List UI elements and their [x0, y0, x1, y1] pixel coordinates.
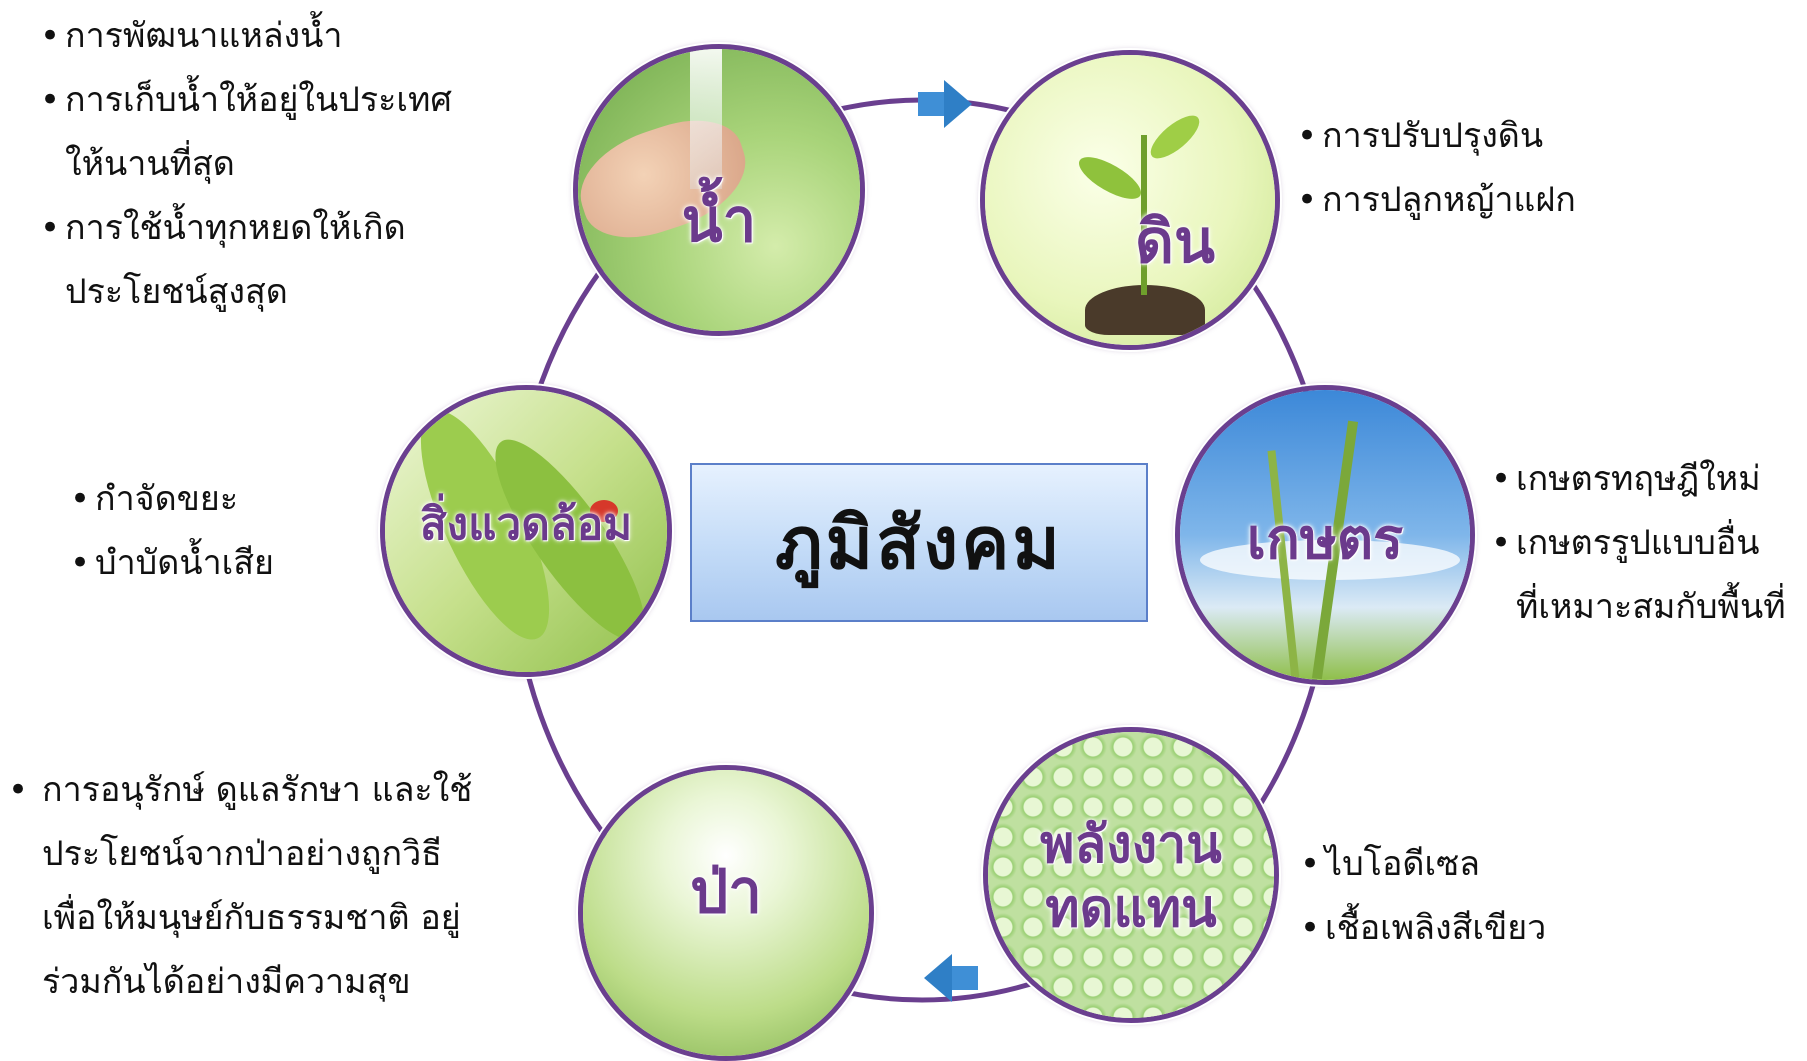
note-item: เกษตรรูปแบบอื่น ที่เหมาะสมกับพื้นที่ [1491, 511, 1786, 639]
note-item: กำจัดขยะ [70, 467, 274, 531]
node-energy: พลังงาน ทดแทน [983, 727, 1279, 1023]
notes-water: การพัฒนาแหล่งน้ำ การเก็บน้ำให้อยู่ในประเ… [40, 4, 452, 324]
note-line: ให้นานที่สุด [65, 144, 235, 184]
ladybug-icon [590, 500, 618, 522]
forest-canopy-photo-icon [583, 770, 869, 1056]
note-item: การพัฒนาแหล่งน้ำ [40, 4, 452, 68]
node-environment: สิ่งแวดล้อม [380, 385, 672, 677]
note-item: เชื้อเพลิงสีเขียว [1300, 896, 1546, 960]
note-line: การอนุรักษ์ ดูแลรักษา และใช้ [42, 770, 473, 810]
algae-cells-photo-icon [988, 732, 1274, 1018]
seedling-photo-icon [985, 55, 1275, 345]
node-energy-label-2: ทดแทน [1045, 880, 1217, 938]
center-title-box: ภูมิสังคม [690, 463, 1148, 622]
notes-environment: กำจัดขยะ บำบัดน้ำเสีย [70, 467, 274, 595]
node-water-label: น้ำ [681, 187, 757, 254]
note-item: เกษตรทฤษฎีใหม่ [1491, 447, 1786, 511]
note-line: การใช้น้ำทุกหยดให้เกิด [65, 208, 406, 248]
notes-forest: การอนุรักษ์ ดูแลรักษา และใช้ ประโยชน์จาก… [8, 758, 472, 1014]
note-item: การเก็บน้ำให้อยู่ในประเทศ ให้นานที่สุด [40, 68, 452, 196]
notes-agriculture: เกษตรทฤษฎีใหม่ เกษตรรูปแบบอื่น ที่เหมาะส… [1491, 447, 1786, 639]
note-item: บำบัดน้ำเสีย [70, 531, 274, 595]
node-forest-label: ป่า [690, 858, 762, 925]
arrow-left-icon [924, 954, 978, 1002]
node-forest: ป่า [578, 765, 874, 1061]
note-item: การอนุรักษ์ ดูแลรักษา และใช้ ประโยชน์จาก… [8, 758, 472, 1014]
note-item: ไบโอดีเซล [1300, 832, 1546, 896]
note-item: การปลูกหญ้าแฝก [1297, 168, 1576, 232]
node-agriculture: เกษตร [1175, 385, 1475, 685]
node-energy-label-1: พลังงาน [1040, 816, 1222, 874]
note-line: เพื่อให้มนุษย์กับธรรมชาติ อยู่ [42, 898, 461, 938]
note-item: การปรับปรุงดิน [1297, 104, 1576, 168]
note-line: เกษตรรูปแบบอื่น [1516, 523, 1760, 563]
note-line: การเก็บน้ำให้อยู่ในประเทศ [65, 80, 452, 120]
node-water: น้ำ [573, 44, 865, 336]
note-line: ที่เหมาะสมกับพื้นที่ [1516, 587, 1786, 627]
notes-energy: ไบโอดีเซล เชื้อเพลิงสีเขียว [1300, 832, 1546, 960]
center-title: ภูมิสังคม [775, 501, 1063, 585]
note-line: ประโยชน์จากป่าอย่างถูกวิธี [42, 834, 442, 874]
note-item: การใช้น้ำทุกหยดให้เกิด ประโยชน์สูงสุด [40, 196, 452, 324]
node-soil: ดิน [980, 50, 1280, 350]
node-environment-label: สิ่งแวดล้อม [419, 500, 633, 549]
leaves-ladybug-photo-icon [385, 390, 667, 672]
rice-sky-photo-icon [1180, 390, 1470, 680]
node-agriculture-label: เกษตร [1246, 507, 1404, 570]
note-line: ร่วมกันได้อย่างมีความสุข [42, 962, 411, 1002]
node-soil-label: ดิน [1135, 208, 1215, 275]
note-line: ประโยชน์สูงสุด [65, 272, 288, 312]
hands-water-photo-icon [578, 49, 860, 331]
arrow-right-icon [918, 80, 972, 128]
notes-soil: การปรับปรุงดิน การปลูกหญ้าแฝก [1297, 104, 1576, 232]
